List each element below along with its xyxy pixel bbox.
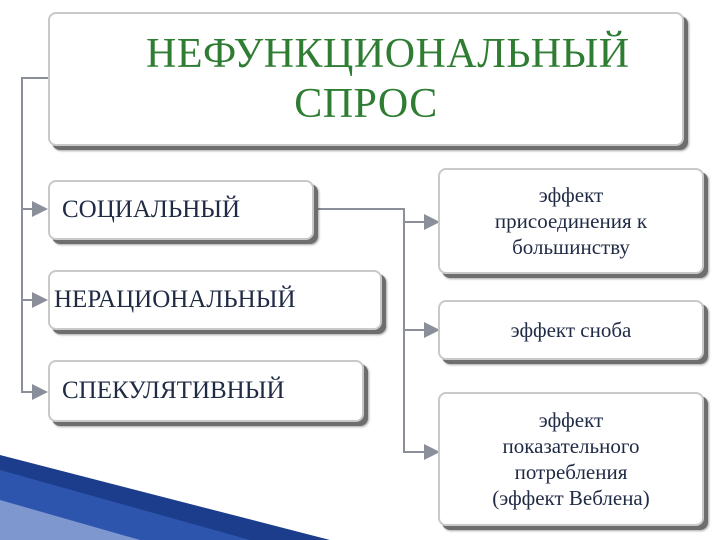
effect-veblen-line-4: (эффект Веблена)	[492, 486, 650, 510]
category-label-irrational: НЕРАЦИОНАЛЬНЫЙ	[54, 286, 296, 313]
category-label-speculative: СПЕКУЛЯТИВНЫЙ	[62, 377, 285, 404]
effect-box-veblen: эффект показательного потребления (эффек…	[438, 392, 704, 526]
effect-veblen-line-3: потребления	[514, 460, 628, 484]
effect-box-snob: эффект сноба	[438, 300, 704, 360]
diagram-title: НЕФУНКЦИОНАЛЬНЫЙ СПРОС	[146, 31, 630, 127]
category-box-social: СОЦИАЛЬНЫЙ	[48, 180, 314, 240]
effect-box-bandwagon: эффект присоединения к большинству	[438, 168, 704, 274]
category-box-speculative: СПЕКУЛЯТИВНЫЙ	[48, 360, 364, 422]
effect-veblen-line-1: эффект	[538, 408, 604, 432]
effect-veblen-line-2: показательного	[502, 434, 640, 458]
effect-bandwagon-line-3: большинству	[512, 235, 630, 259]
effect-snob-label: эффект сноба	[510, 318, 632, 342]
connector-to-speculative	[21, 77, 48, 400]
effect-bandwagon-line-1: эффект	[538, 183, 604, 207]
diagram-title-box: НЕФУНКЦИОНАЛЬНЫЙ СПРОС	[48, 12, 684, 146]
category-box-irrational: НЕРАЦИОНАЛЬНЫЙ	[48, 270, 382, 330]
effect-bandwagon-line-2: присоединения к	[494, 209, 648, 233]
category-label-social: СОЦИАЛЬНЫЙ	[62, 196, 241, 223]
